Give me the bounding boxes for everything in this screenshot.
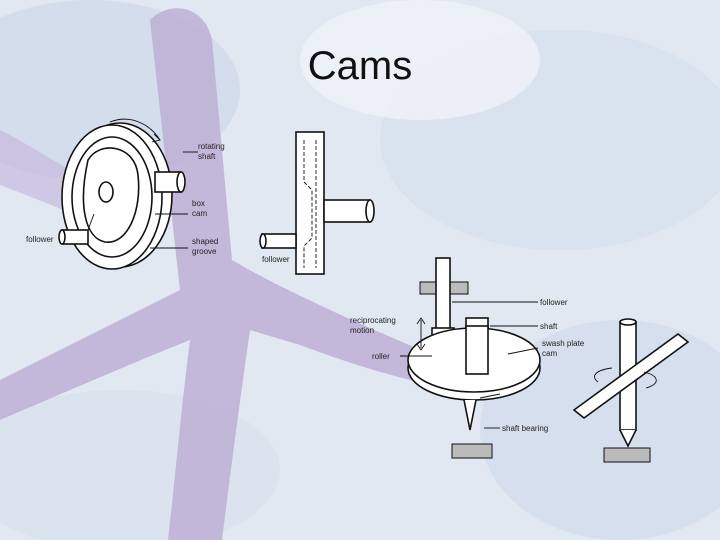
label-swash-cam: cam — [542, 349, 557, 358]
cam-rim — [71, 136, 153, 258]
label-follower-box: follower — [26, 235, 54, 244]
bearing-block — [451, 443, 493, 459]
rotation-arrow-icon — [479, 393, 501, 399]
inclined-shaft-tip — [619, 429, 637, 448]
label-shaft-swash: shaft — [540, 322, 558, 331]
leader-swash-plate — [507, 347, 539, 355]
label-follower-plate: follower — [262, 255, 290, 264]
inclined-plate-drawing — [572, 318, 690, 463]
label-shaft-bearing: shaft bearing — [502, 424, 548, 433]
cam-hub — [98, 181, 114, 203]
bearing-tip — [463, 399, 477, 431]
slide-title: Cams — [307, 44, 413, 88]
label-reciprocating: reciprocating — [350, 316, 396, 325]
label-groove: groove — [192, 247, 217, 256]
label-roller: roller — [372, 352, 390, 361]
cam-plate — [295, 131, 325, 275]
label-rotating: rotating — [198, 142, 225, 151]
label-follower-swash: follower — [540, 298, 568, 307]
plate-groove — [303, 140, 313, 268]
inclined-bearing-block — [603, 447, 651, 463]
label-swash-plate: swash plate — [542, 339, 585, 348]
cam-groove — [82, 147, 140, 243]
box-cam-drawing — [58, 118, 198, 270]
label-box: box — [192, 199, 205, 208]
inclined-plate — [572, 332, 690, 420]
follower-link — [87, 213, 95, 231]
label-motion: motion — [350, 326, 374, 335]
plate-follower-rod — [261, 233, 297, 249]
rotation-arrow-icon — [109, 118, 161, 141]
follower-end — [58, 229, 66, 245]
plate-shaft-end — [365, 199, 375, 223]
rotation-arrow-icon — [594, 367, 613, 383]
follower-rod — [61, 229, 89, 245]
plate-follower-end — [259, 233, 267, 249]
rotation-arrow-right — [643, 371, 657, 389]
plate-shaft — [323, 199, 371, 223]
swash-plate-drawing — [400, 257, 541, 459]
plate-cam-drawing — [259, 131, 375, 275]
inclined-shaft-top — [619, 318, 637, 326]
shaft-end — [176, 171, 186, 193]
label-cam: cam — [192, 209, 207, 218]
label-shaped: shaped — [192, 237, 218, 246]
swash-shaft-upper — [465, 325, 489, 375]
arrowhead-icon — [151, 133, 161, 143]
label-shaft: shaft — [198, 152, 216, 161]
reciprocating-arrowheads — [416, 317, 426, 351]
